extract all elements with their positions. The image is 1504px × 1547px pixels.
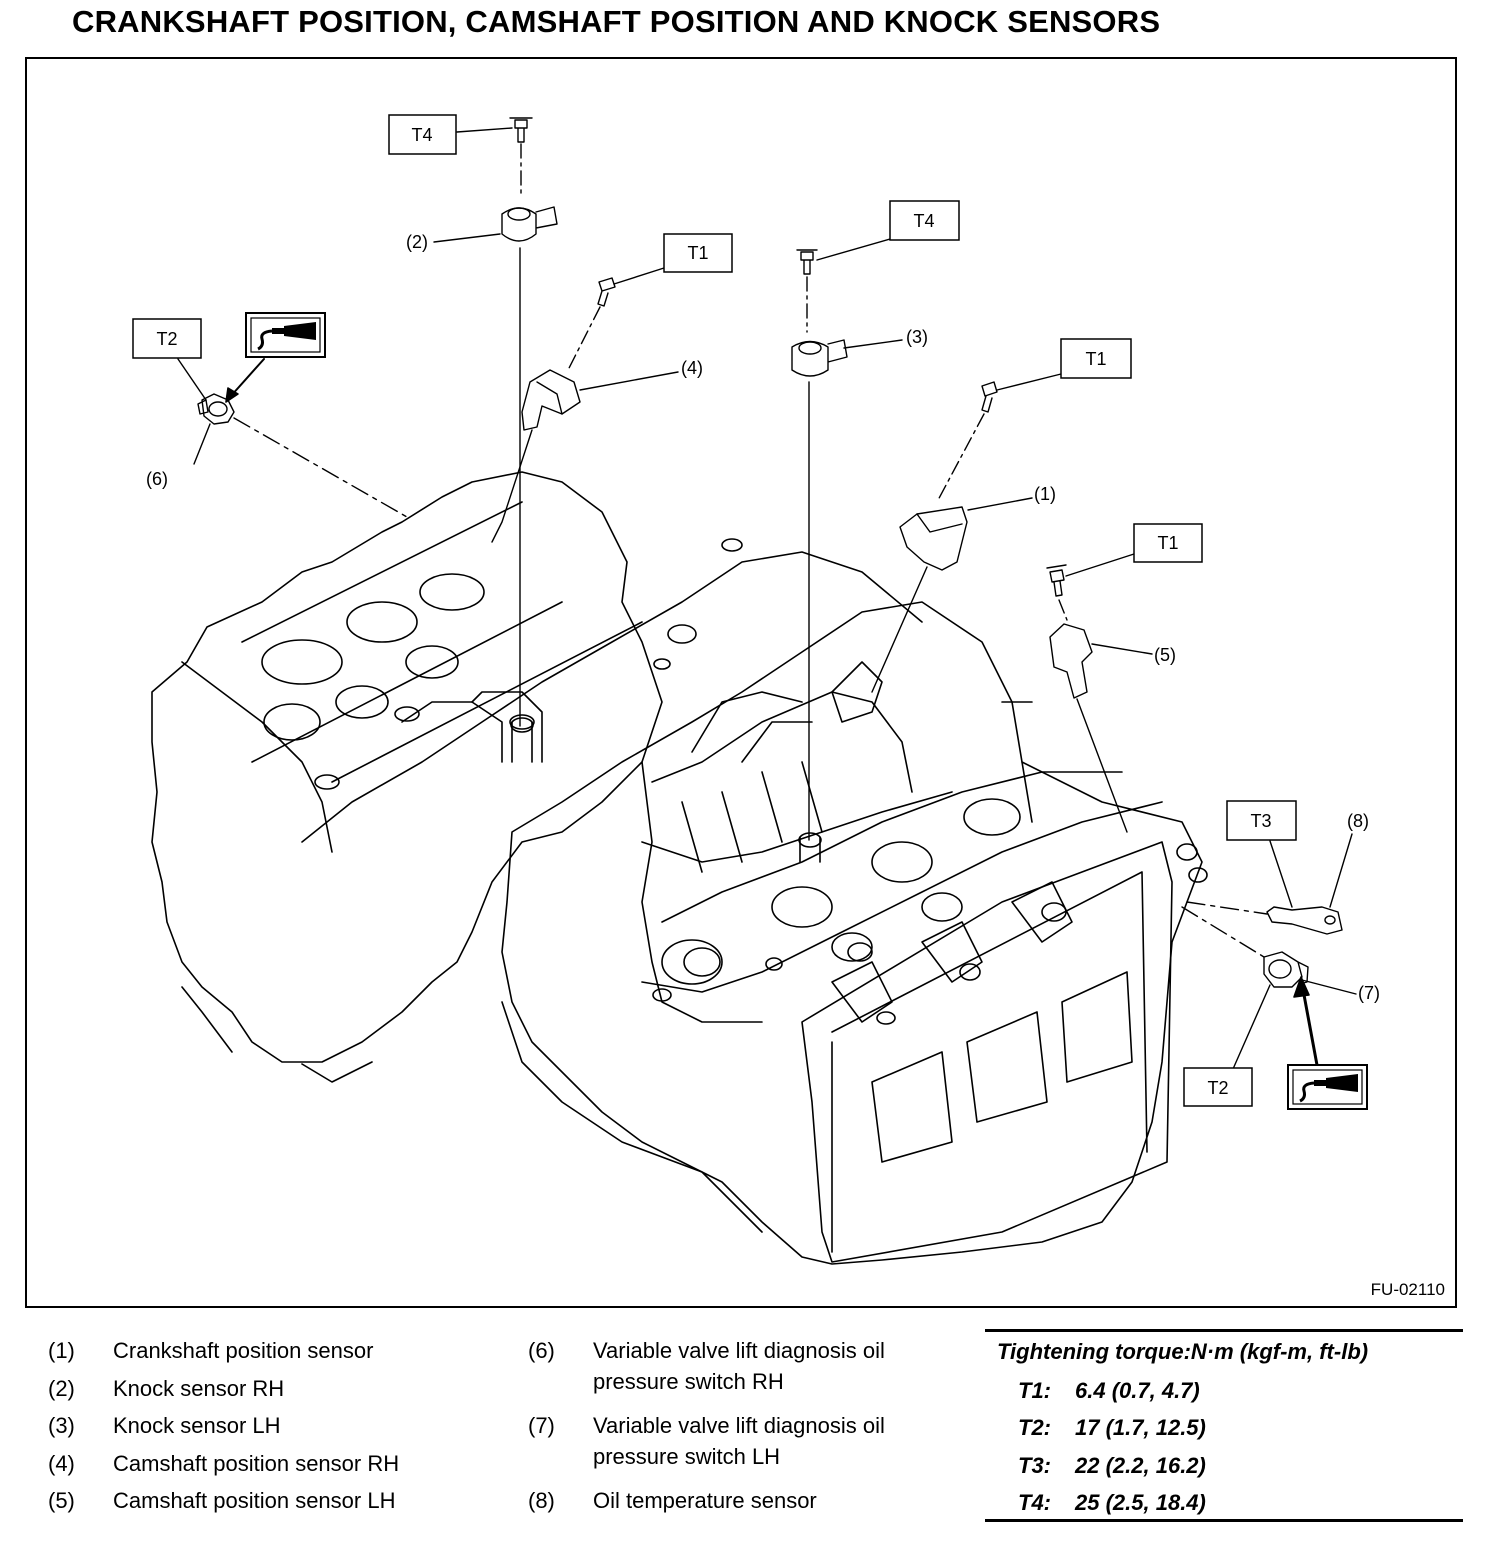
diagram-frame: T4 T4 T1 T1 T1 T2 bbox=[25, 57, 1457, 1308]
torque-tag-t2: T2 bbox=[1183, 1067, 1253, 1107]
svg-text:T2: T2 bbox=[1207, 1078, 1228, 1098]
svg-text:T1: T1 bbox=[1085, 349, 1106, 369]
callout-4: (4) bbox=[681, 358, 703, 378]
knock-sensor-lh bbox=[791, 339, 848, 377]
bolt-t1-crank bbox=[981, 381, 998, 413]
svg-text:T2: T2 bbox=[156, 329, 177, 349]
bolt-t1-lh bbox=[1049, 569, 1065, 597]
callout-5: (5) bbox=[1154, 645, 1176, 665]
callout-2: (2) bbox=[406, 232, 428, 252]
torque-tag-t4: T4 bbox=[388, 114, 457, 155]
callout-1: (1) bbox=[1034, 484, 1056, 504]
callout-6: (6) bbox=[146, 469, 168, 489]
torque-heading: Tightening torque:N·m (kgf-m, ft-lb) bbox=[997, 1339, 1369, 1364]
rule bbox=[985, 1519, 1463, 1522]
svg-text:T4: T4 bbox=[913, 211, 934, 231]
bolt-t4-rh bbox=[514, 119, 528, 143]
torque-tag-t4: T4 bbox=[889, 200, 960, 241]
torque-tag-t2: T2 bbox=[132, 318, 202, 359]
crank-sensor bbox=[899, 506, 968, 571]
engine-block-left-bank bbox=[151, 471, 663, 1063]
cam-sensor-lh bbox=[1049, 623, 1093, 699]
page-title: CRANKSHAFT POSITION, CAMSHAFT POSITION A… bbox=[72, 4, 1161, 39]
rule bbox=[985, 1329, 1463, 1332]
callout-7: (7) bbox=[1358, 983, 1380, 1003]
engine-diagram: T4 T4 T1 T1 T1 T2 bbox=[132, 114, 1380, 1265]
callout-8: (8) bbox=[1347, 811, 1369, 831]
torque-tag-t3: T3 bbox=[1226, 800, 1297, 841]
svg-text:T4: T4 bbox=[411, 125, 432, 145]
liquid-gasket-icon bbox=[1287, 1064, 1368, 1110]
engine-block-right-bank bbox=[501, 601, 1203, 1265]
torque-tag-t1: T1 bbox=[1133, 523, 1203, 563]
cam-sensor-rh bbox=[521, 369, 581, 431]
torque-table: Tightening torque:N·m (kgf-m, ft-lb) T1:… bbox=[985, 1329, 1463, 1547]
front-cover bbox=[801, 841, 1173, 1263]
oil-temp-sensor bbox=[1266, 906, 1343, 935]
callout-3: (3) bbox=[906, 327, 928, 347]
bolt-t1-rh bbox=[597, 277, 616, 307]
bolt-t4-lh bbox=[800, 251, 814, 275]
svg-text:T3: T3 bbox=[1250, 811, 1271, 831]
liquid-gasket-icon bbox=[245, 312, 326, 358]
torque-tag-t1: T1 bbox=[663, 233, 733, 273]
figure-id: FU-02110 bbox=[1370, 1280, 1445, 1299]
torque-tag-t1: T1 bbox=[1060, 338, 1132, 379]
oil-pressure-switch-rh bbox=[197, 393, 235, 425]
svg-text:T1: T1 bbox=[687, 243, 708, 263]
svg-text:T1: T1 bbox=[1157, 533, 1178, 553]
